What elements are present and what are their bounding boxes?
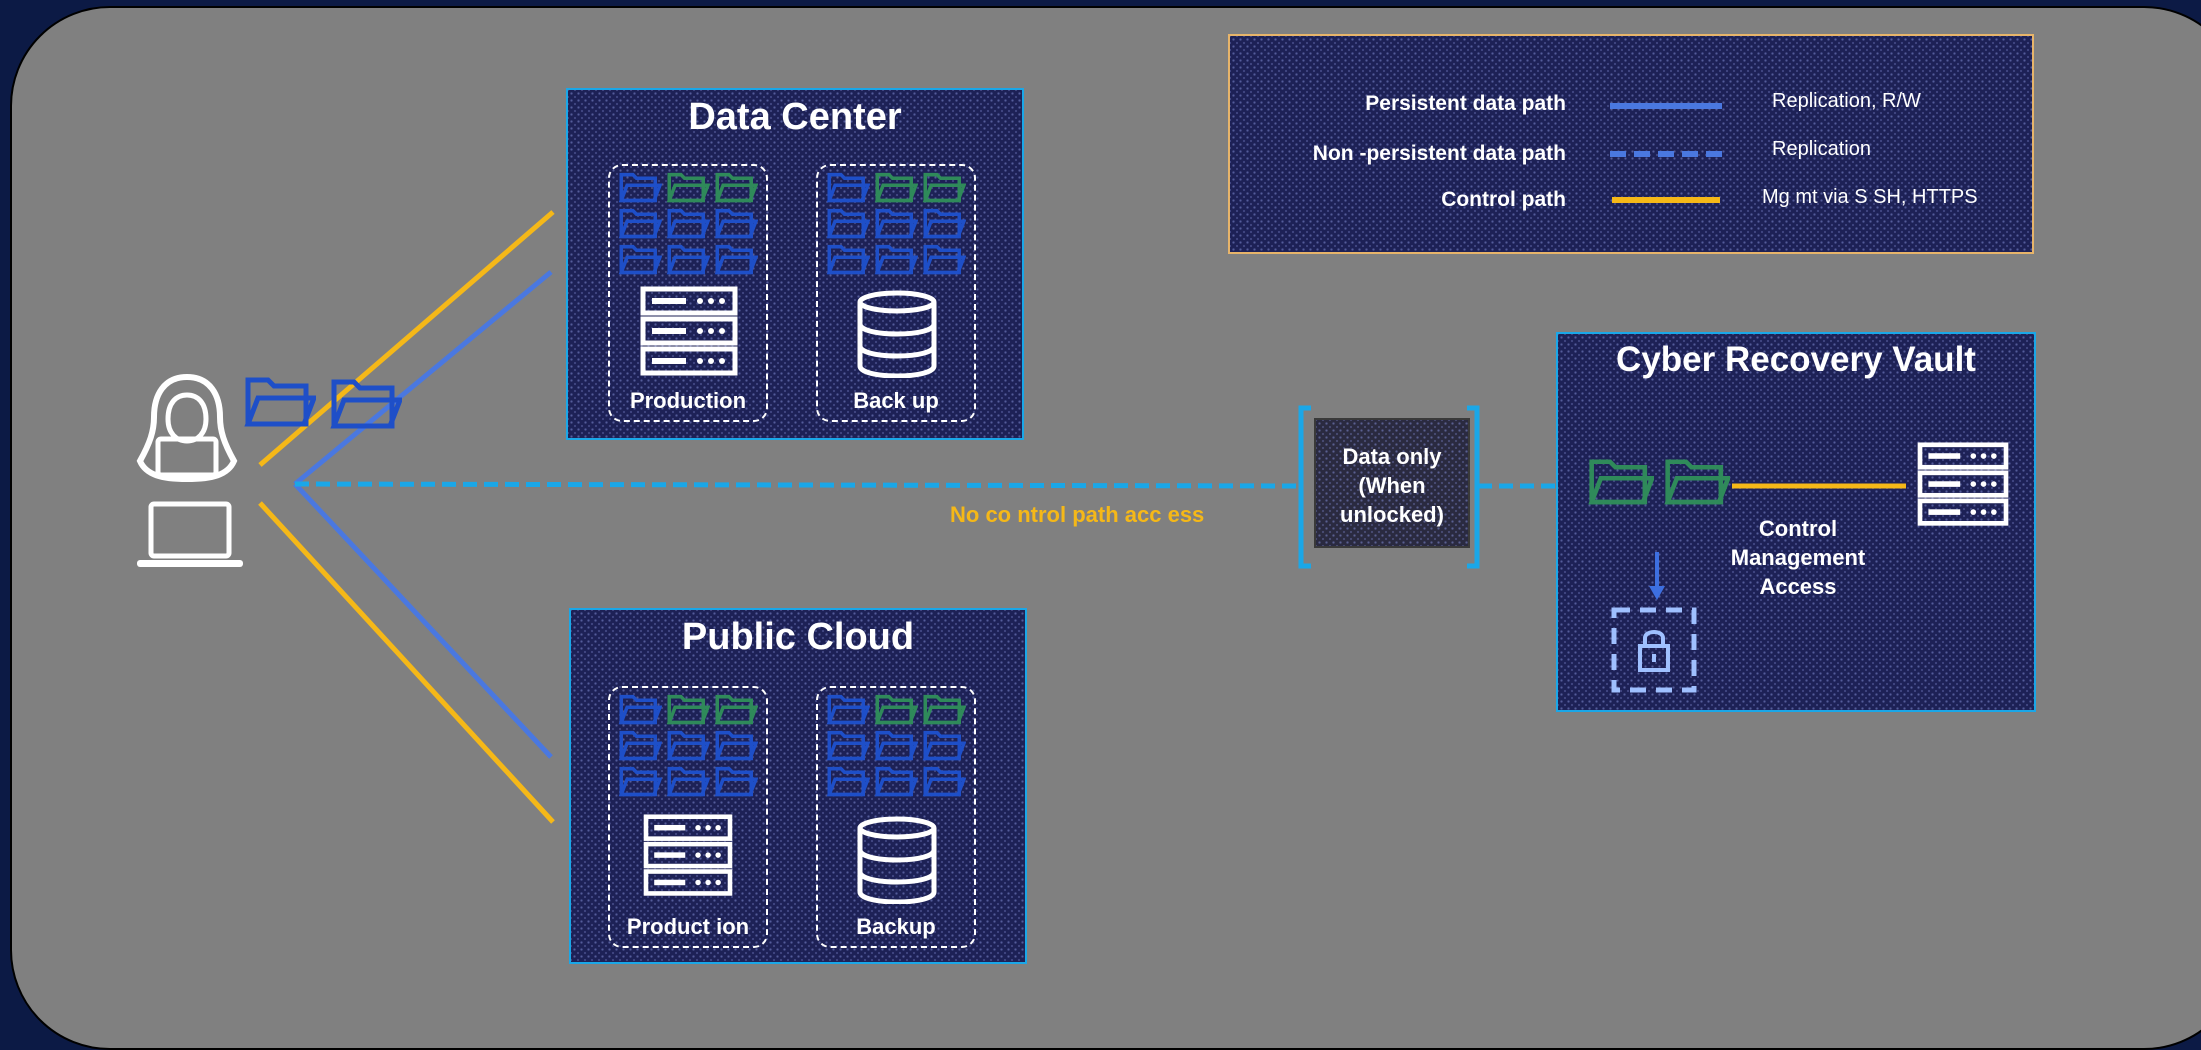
non-persistent-path-to-gateway (294, 481, 1301, 489)
production-label: Product ion (626, 914, 750, 939)
folder-icon (618, 728, 662, 762)
vault-box: Cyber Recovery Vault Control Management … (1556, 332, 2036, 712)
folder-icon (714, 170, 758, 204)
production-group: Product ion (608, 686, 768, 948)
no-control-label: No co ntrol path acc ess (950, 502, 1205, 527)
folder-icon (1664, 459, 1730, 505)
folder-icon (826, 170, 870, 204)
folder-icon (714, 242, 758, 276)
data-center-title: Data Center (688, 96, 902, 138)
legend-label-control: Control path (1441, 188, 1566, 211)
backup-label: Backup (856, 914, 936, 939)
folder-icon (618, 692, 662, 726)
folder-icon (874, 728, 918, 762)
vault-control-label: Control Management Access (1730, 516, 1866, 599)
folder-icon (874, 242, 918, 276)
folder-icon (826, 692, 870, 726)
hacker-icon (136, 373, 238, 483)
folder-icon (826, 764, 870, 798)
folder-icon (874, 206, 918, 240)
folder-icon (826, 206, 870, 240)
legend: Persistent data path Non -persistent dat… (1228, 34, 2034, 254)
persistent-path-to-datacenter (293, 270, 553, 486)
gateway-left-bracket (1298, 405, 1311, 569)
production-label: Production (629, 388, 747, 413)
folder-grid (826, 170, 966, 276)
persistent-path-to-cloud (293, 482, 553, 759)
folder-icon (714, 728, 758, 762)
data-center-box: Data Center Production Back up (566, 88, 1024, 440)
folder-icon (922, 692, 966, 726)
folder-icon (666, 242, 710, 276)
folder-icon (922, 206, 966, 240)
backup-group: Backup (816, 686, 976, 948)
folder-grid (826, 692, 966, 798)
folder-icon (922, 242, 966, 276)
server-icon (643, 814, 733, 896)
control-path-to-cloud (258, 501, 555, 824)
gateway-box: Data only (When unlocked) (1314, 418, 1470, 548)
folder-icon (1588, 459, 1654, 505)
database-icon (857, 290, 937, 378)
folder-icon (666, 170, 710, 204)
server-icon (1917, 442, 2009, 526)
folder-icon (618, 170, 662, 204)
gateway-label: Data only (When unlocked) (1340, 444, 1444, 527)
gateway-right-bracket (1467, 405, 1480, 569)
server-icon (640, 286, 738, 376)
arrow-down-icon (1649, 552, 1665, 600)
folder-icon (666, 206, 710, 240)
folder-icon (666, 692, 710, 726)
folder-icon (666, 728, 710, 762)
folder-grid (618, 170, 758, 276)
legend-label-non-persistent: Non -persistent data path (1312, 142, 1566, 165)
legend-swatches (1610, 103, 1722, 203)
public-cloud-title: Public Cloud (681, 616, 915, 658)
folder-icon (618, 764, 662, 798)
public-cloud-box: Public Cloud Product ion Backup (569, 608, 1027, 964)
folder-icon (874, 170, 918, 204)
folder-icon (874, 764, 918, 798)
folder-icon (618, 206, 662, 240)
folder-icon (714, 692, 758, 726)
folder-icon (874, 692, 918, 726)
folder-icon (244, 377, 316, 427)
folder-icon (922, 170, 966, 204)
backup-group: Back up (816, 164, 976, 422)
legend-desc-non-persistent: Replication (1772, 138, 1871, 160)
folder-icon (826, 242, 870, 276)
legend-label-persistent: Persistent data path (1365, 92, 1566, 115)
control-path-to-datacenter (258, 210, 555, 467)
folder-icon (714, 764, 758, 798)
vault-control-line (1732, 483, 1906, 489)
folder-icon (922, 764, 966, 798)
folder-icon (826, 728, 870, 762)
laptop-icon (137, 501, 243, 567)
legend-desc-persistent: Replication, R/W (1772, 90, 1921, 112)
lock-icon (1611, 607, 1697, 693)
folder-grid (618, 692, 758, 798)
folder-icon (714, 206, 758, 240)
connection-lines (258, 210, 1584, 824)
folder-icon (666, 764, 710, 798)
folder-icon (618, 242, 662, 276)
folder-icon (330, 379, 402, 429)
legend-desc-control: Mg mt via S SH, HTTPS (1762, 186, 1978, 208)
backup-label: Back up (853, 388, 939, 413)
database-icon (857, 816, 937, 904)
production-group: Production (608, 164, 768, 422)
folder-icon (922, 728, 966, 762)
vault-title: Cyber Recovery Vault (1616, 340, 1976, 379)
